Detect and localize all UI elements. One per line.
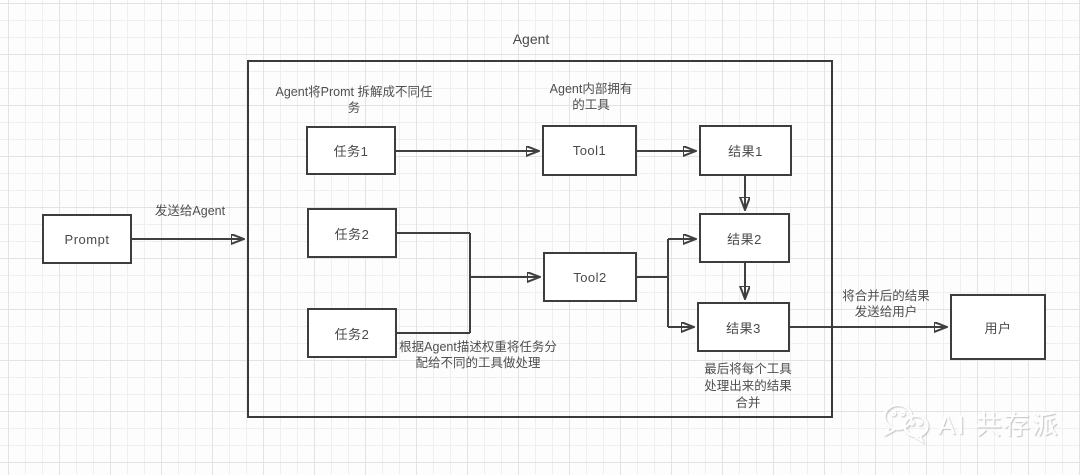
node-prompt-label: Prompt bbox=[64, 231, 110, 247]
node-tool1-label: Tool1 bbox=[572, 143, 607, 158]
node-user: 用户 bbox=[950, 294, 1046, 360]
node-task1: 任务1 bbox=[306, 126, 396, 175]
node-result2-label: 结果2 bbox=[727, 231, 762, 247]
watermark-text: AI 共存派 bbox=[938, 409, 1060, 440]
annotation-merge-results: 最后将每个工具 处理出来的结果 合并 bbox=[704, 362, 792, 410]
node-task2b: 任务2 bbox=[307, 308, 397, 358]
node-result1-label: 结果1 bbox=[728, 144, 763, 159]
node-tool1: Tool1 bbox=[542, 125, 637, 176]
agent-container-box bbox=[247, 60, 833, 418]
node-result3-label: 结果3 bbox=[726, 320, 761, 336]
annotation-assign-by-weight: 根据Agent描述权重将任务分 配给不同的工具做处理 bbox=[399, 340, 557, 370]
node-user-label: 用户 bbox=[984, 320, 1012, 336]
node-result1: 结果1 bbox=[699, 125, 792, 176]
annotation-send-to-agent: 发送给Agent bbox=[154, 204, 226, 218]
node-tool2: Tool2 bbox=[543, 252, 637, 302]
watermark: AI 共存派 bbox=[880, 402, 1060, 444]
annotation-decompose: Agent将Promt 拆解成不同任 务 bbox=[275, 85, 433, 115]
annotation-internal-tools: Agent内部拥有 的工具 bbox=[549, 82, 633, 112]
annotation-send-to-user: 将合并后的结果 发送给用户 bbox=[842, 289, 930, 319]
node-result2: 结果2 bbox=[699, 213, 790, 263]
node-result3: 结果3 bbox=[697, 302, 790, 352]
diagram-title: Agent bbox=[512, 31, 550, 47]
node-tool2-label: Tool2 bbox=[573, 269, 607, 285]
node-task2b-label: 任务2 bbox=[334, 326, 370, 342]
wechat-icon bbox=[883, 403, 929, 444]
node-task2a-label: 任务2 bbox=[334, 226, 370, 242]
node-prompt: Prompt bbox=[42, 214, 132, 264]
node-task2a: 任务2 bbox=[307, 208, 397, 258]
node-task1-label: 任务1 bbox=[333, 144, 369, 159]
